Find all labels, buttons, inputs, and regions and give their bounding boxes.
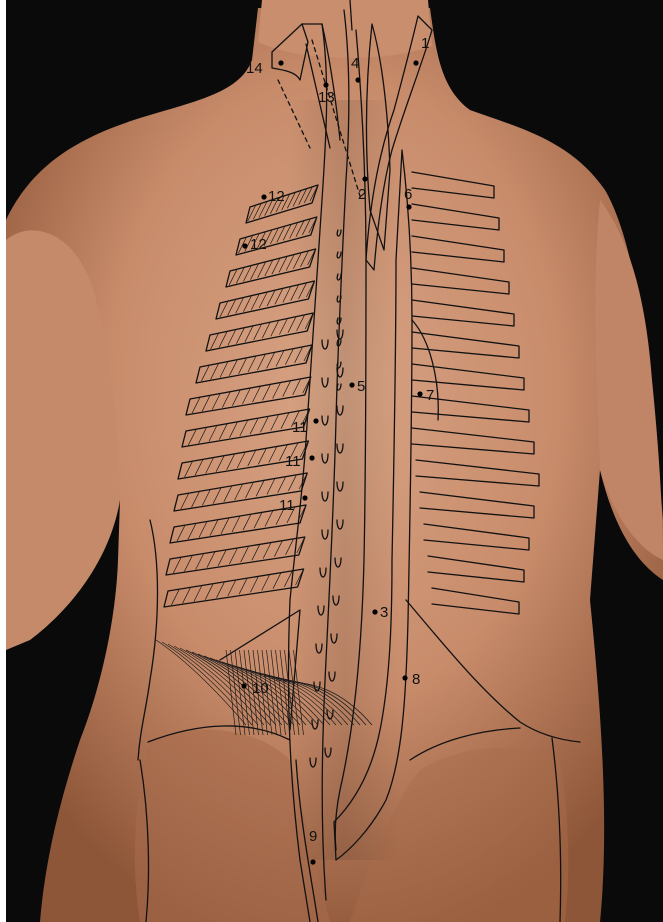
label-dot-10	[241, 683, 246, 688]
label-5: 5	[357, 378, 365, 395]
label-9: 9	[309, 828, 317, 845]
label-dot-7	[417, 391, 422, 396]
label-6: 6	[404, 186, 412, 203]
label-4: 4	[351, 55, 359, 72]
label-dot-5	[349, 382, 354, 387]
label-13: 13	[318, 89, 335, 106]
label-dot-12b	[242, 243, 247, 248]
label-dot-2	[362, 176, 367, 181]
label-1: 1	[421, 35, 429, 52]
label-dot-4	[355, 77, 360, 82]
label-3: 3	[380, 604, 388, 621]
label-7: 7	[426, 387, 434, 404]
label-12a: 12	[268, 188, 285, 205]
label-dot-3	[372, 609, 377, 614]
label-dot-1	[413, 60, 418, 65]
spine-groove-shading	[290, 100, 400, 860]
label-11a: 11	[292, 419, 308, 436]
label-dot-8	[402, 675, 407, 680]
label-dot-14	[278, 60, 283, 65]
label-11b: 11	[285, 453, 301, 470]
label-dot-11a	[313, 418, 318, 423]
label-dot-12a	[261, 194, 266, 199]
label-dot-11b	[309, 455, 314, 460]
label-2: 2	[358, 186, 366, 203]
label-dot-11c	[302, 495, 307, 500]
label-12b: 12	[250, 236, 267, 253]
label-dot-6	[406, 204, 411, 209]
label-dot-9	[310, 859, 315, 864]
label-11c: 11	[279, 497, 295, 514]
label-dot-13	[323, 82, 328, 87]
neck	[258, 0, 432, 58]
label-14: 14	[246, 60, 263, 77]
label-8: 8	[412, 671, 420, 688]
left-white-margin	[0, 0, 6, 922]
label-10: 10	[252, 680, 269, 697]
